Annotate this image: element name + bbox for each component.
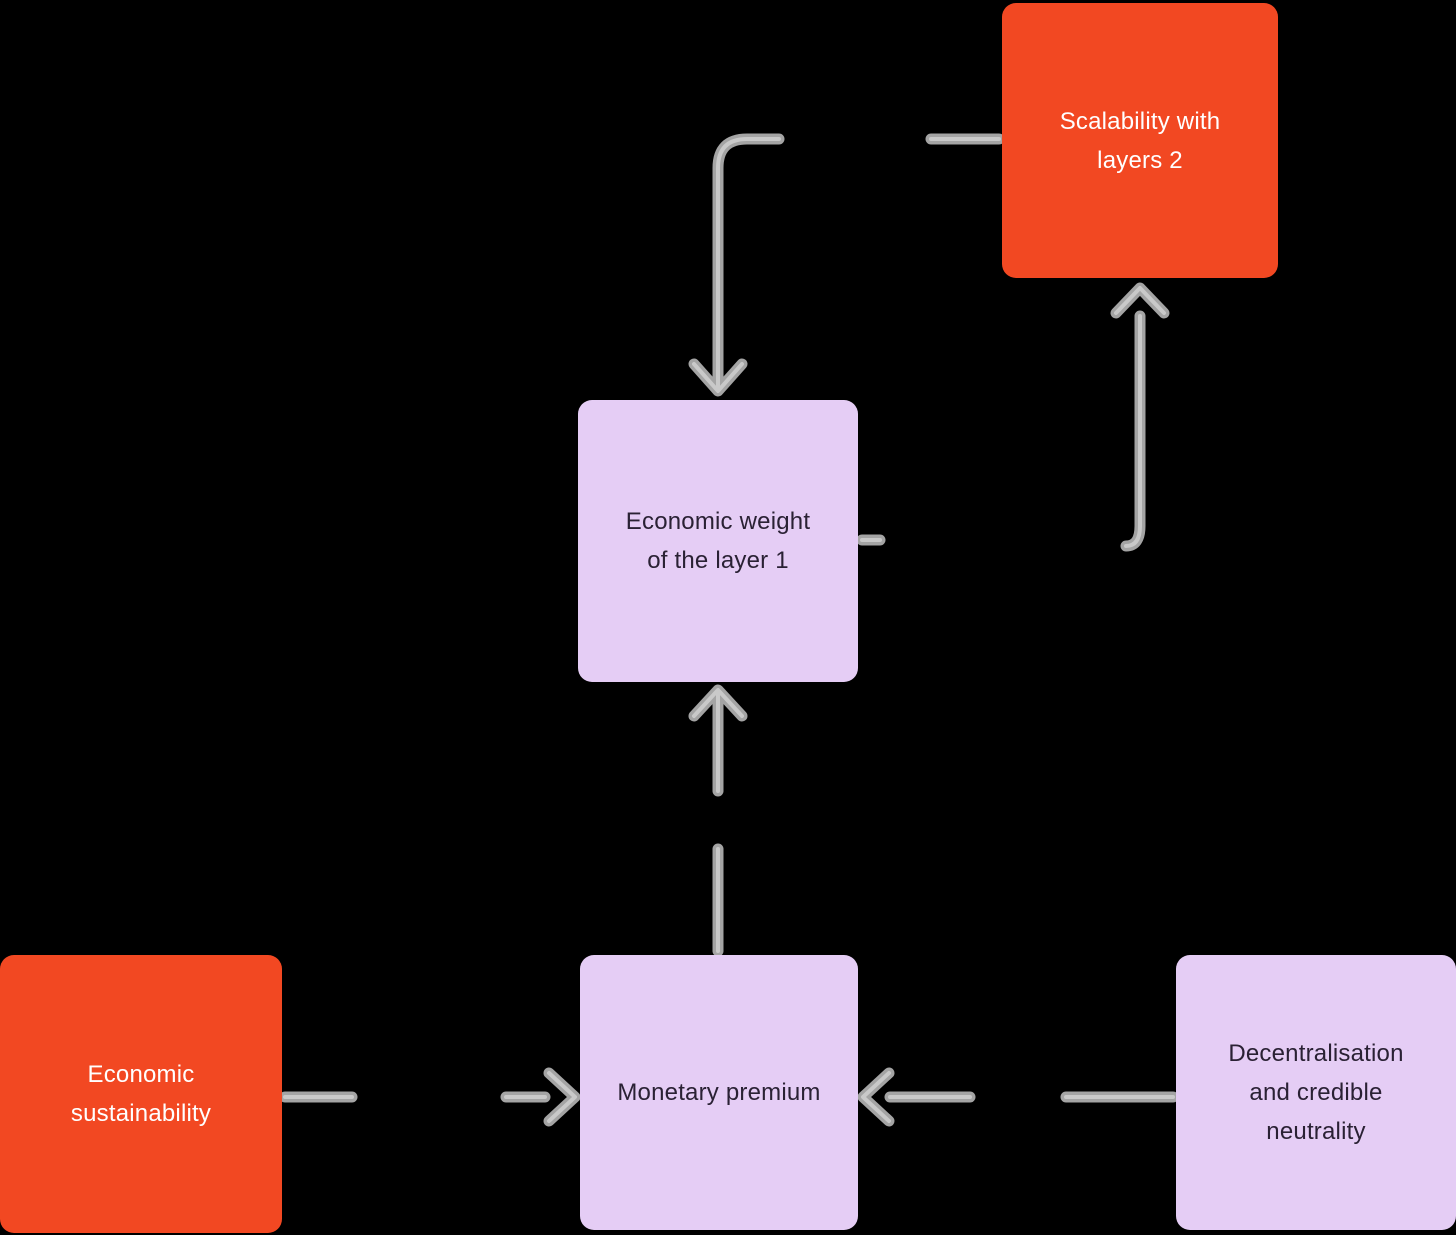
edge-monetary-premium-to-economic-weight [688,684,748,957]
node-label: Decentralisation and credible neutrality [1228,1040,1404,1145]
edge-decentralisation-to-monetary-premium [857,1067,1179,1127]
edge-economic-weight-to-scalability-line-highlight [1124,314,1142,548]
edge-economic-sustainability-to-monetary-premium [279,1067,581,1127]
arrowhead-down-icon-highlight [692,362,744,393]
arrowhead-right-icon [543,1067,581,1127]
node-monetary-premium: Monetary premium [580,955,858,1230]
edge-scalability-to-economic-weight-line-highlight [716,137,781,390]
node-label: Monetary premium [617,1079,821,1106]
edge-economic-weight-to-scalability [856,282,1170,552]
arrowhead-right-icon-highlight [547,1071,577,1123]
arrowhead-up-icon [1110,282,1170,319]
node-label: Scalability with layers 2 [1059,107,1221,174]
node-label: Economic weight of the layer 1 [625,508,811,574]
node-economic-sustainability: Economic sustainability [0,955,282,1233]
arrowhead-left-icon-highlight [861,1071,891,1123]
edge-economic-weight-to-scalability-line [1120,310,1146,552]
node-decentralisation-and-credible-neutrality: Decentralisation and credible neutrality [1176,955,1456,1230]
node-label: Economic sustainability [70,1061,212,1127]
edge-scalability-to-economic-weight-line [712,133,785,394]
arrowhead-up-icon-highlight [1114,286,1166,315]
node-economic-weight-of-the-layer-1: Economic weight of the layer 1 [578,400,858,682]
arrowhead-up-icon-highlight [692,688,744,718]
edge-scalability-to-economic-weight [688,133,1005,397]
node-scalability-with-layers-2: Scalability with layers 2 [1002,3,1278,278]
